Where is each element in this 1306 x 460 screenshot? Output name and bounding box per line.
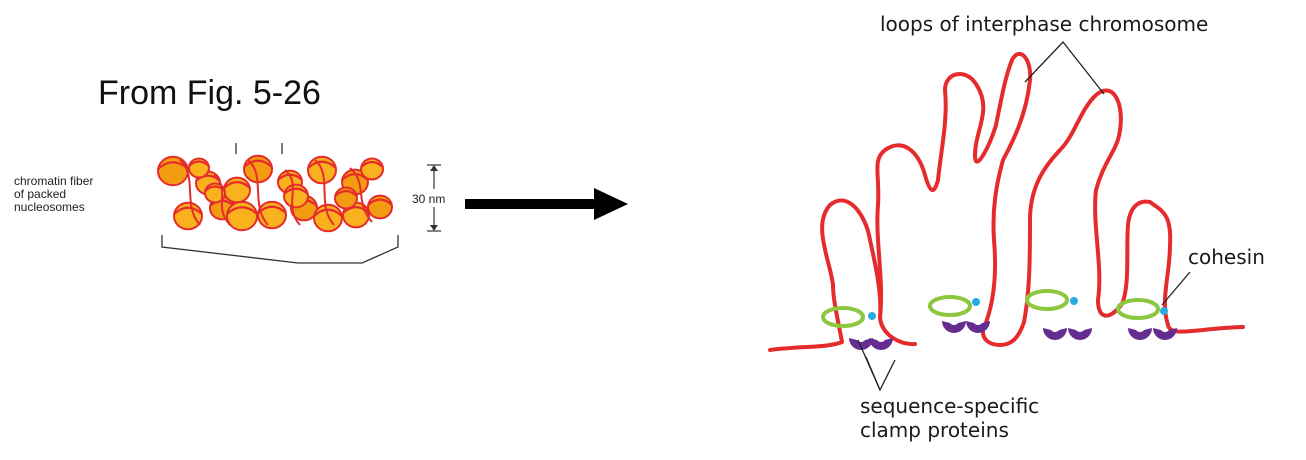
cohesin-label: cohesin	[1188, 245, 1265, 269]
figure-reference-title: From Fig. 5-26	[98, 74, 321, 112]
fiber-label-line-3: nucleosomes	[14, 200, 85, 214]
interphase-chromosome	[768, 52, 1245, 352]
scale-bar	[427, 164, 441, 232]
clamp-protein	[1128, 328, 1152, 340]
dna-wrap	[360, 160, 384, 168]
linker-dna	[213, 174, 231, 226]
clamp-protein	[966, 321, 990, 333]
cohesin-ring	[1116, 298, 1160, 320]
fiber-bracket	[161, 235, 399, 264]
clamp-protein	[869, 338, 893, 350]
clamp-proteins-label: sequence-specific clamp proteins	[860, 394, 1039, 442]
cohesin-ring	[1025, 289, 1069, 311]
dna-wrap	[313, 208, 343, 217]
dna-wrap	[342, 206, 370, 214]
linker-dna	[179, 159, 201, 226]
chromosome-dna-segment	[878, 316, 917, 347]
linker-dna	[284, 169, 301, 226]
cohesin-link	[972, 298, 980, 306]
nucleosome-group	[157, 154, 393, 233]
linker-dna	[349, 167, 373, 223]
cohesin-link	[1070, 297, 1078, 305]
dna-wrap	[243, 159, 273, 168]
cohesin-link	[868, 312, 876, 320]
nucleosome	[157, 155, 189, 187]
dna-wrap	[204, 185, 226, 192]
linker-dna	[247, 159, 269, 226]
cohesin-leader	[1161, 271, 1191, 306]
dna-wrap	[173, 206, 203, 215]
chromosome-dna-strand	[768, 52, 1245, 352]
clamp-protein	[1068, 328, 1092, 340]
dna-wrap	[367, 198, 393, 206]
chromatin-fiber-label: chromatin fiber of packed nucleosomes	[14, 175, 93, 214]
cohesin-ring	[821, 306, 865, 328]
loops-leader	[1024, 41, 1105, 95]
dna-wrap	[188, 160, 210, 167]
fiber-label-line-2: of packed	[14, 187, 67, 201]
linker-dna	[314, 159, 335, 226]
scale-label: 30 nm	[412, 192, 446, 206]
chromatin-fiber	[157, 143, 399, 264]
clamp-group	[821, 289, 1177, 350]
clamp-protein	[942, 321, 966, 333]
clamp-leader-2	[865, 356, 881, 391]
dna-wrap	[223, 181, 251, 189]
clamp-protein	[1153, 328, 1177, 340]
nucleosome	[226, 200, 258, 232]
fiber-label-line-1: chromatin fiber	[14, 174, 94, 188]
leader-lines	[857, 41, 1191, 392]
dna-wrap	[307, 160, 337, 169]
dna-wrap	[226, 206, 258, 215]
dna-wrap	[283, 187, 309, 195]
clamp-protein	[849, 338, 873, 350]
cohesin-ring	[928, 295, 972, 317]
clamp-protein	[1043, 328, 1067, 340]
dna-wrap	[334, 189, 358, 197]
loops-label: loops of interphase chromosome	[880, 12, 1209, 36]
clamp-label-line-1: sequence-specific	[860, 394, 1040, 418]
transition-arrow	[465, 188, 628, 220]
clamp-label-line-2: clamp proteins	[860, 418, 1009, 442]
cohesin-link	[1160, 307, 1168, 315]
